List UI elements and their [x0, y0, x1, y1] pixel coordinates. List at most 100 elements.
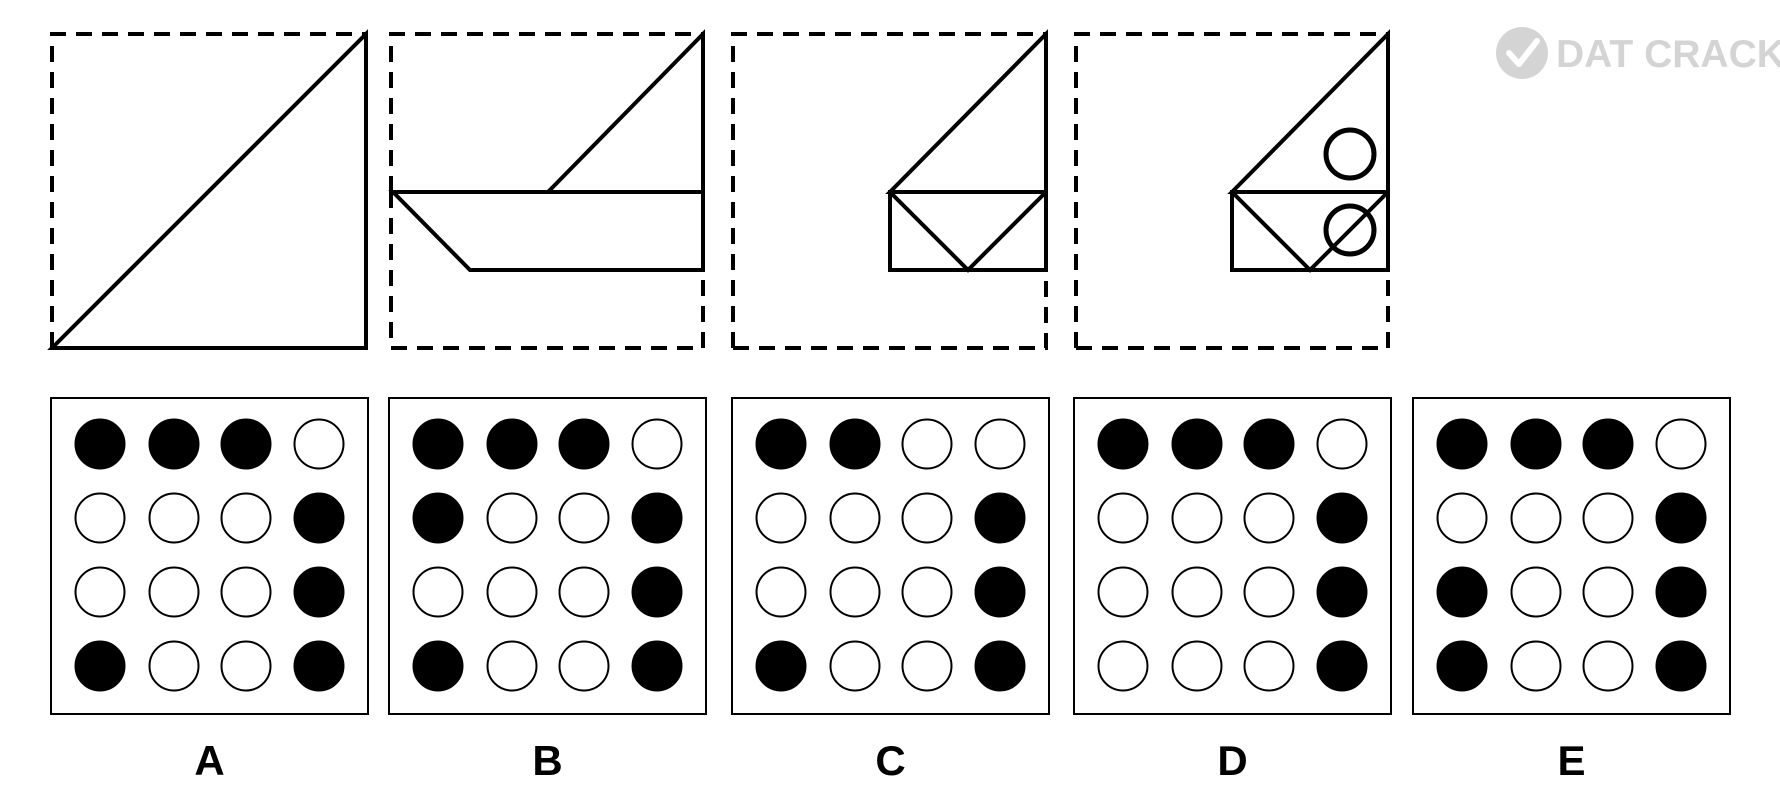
option-a[interactable]: A: [50, 397, 369, 784]
option-label[interactable]: E: [1557, 737, 1585, 784]
hole-filled: [631, 492, 683, 544]
hole-empty: [901, 640, 953, 692]
hole-empty: [558, 640, 610, 692]
hole-empty: [974, 418, 1026, 470]
option-d[interactable]: D: [1073, 397, 1392, 784]
watermark-text: DAT CRACKER: [1556, 33, 1780, 76]
hole-empty: [1097, 492, 1149, 544]
hole-empty: [901, 566, 953, 618]
hole-filled: [1243, 418, 1295, 470]
punched-hole-top: [1323, 127, 1377, 181]
fold-step-3-inner-fold: [888, 190, 1048, 273]
hole-empty: [755, 566, 807, 618]
hole-filled: [412, 492, 464, 544]
hole-empty: [829, 566, 881, 618]
hole-filled: [74, 418, 126, 470]
hole-filled: [486, 418, 538, 470]
hole-filled: [412, 418, 464, 470]
hole-empty: [1510, 492, 1562, 544]
hole-filled: [631, 566, 683, 618]
punched-hole-bottom: [1323, 203, 1377, 257]
hole-empty: [74, 566, 126, 618]
hole-empty: [1171, 640, 1223, 692]
hole-empty: [1510, 640, 1562, 692]
fold-step-3-dashed-outline: [731, 32, 1048, 350]
check-badge-icon: [1496, 27, 1548, 79]
fold-step-1-dashed-outline: [50, 32, 366, 348]
hole-empty: [1243, 492, 1295, 544]
hole-filled: [1436, 418, 1488, 470]
hole-filled: [1316, 492, 1368, 544]
hole-filled: [974, 640, 1026, 692]
hole-filled: [974, 566, 1026, 618]
hole-filled: [829, 418, 881, 470]
option-label[interactable]: D: [1217, 737, 1247, 784]
hole-empty: [148, 566, 200, 618]
fold-step-1: [47, 29, 368, 350]
hole-empty: [148, 492, 200, 544]
hole-filled: [1436, 640, 1488, 692]
fold-step-1-triangle: [47, 29, 368, 350]
fold-step-3: [731, 29, 1048, 350]
hole-empty: [755, 492, 807, 544]
hole-empty: [1171, 492, 1223, 544]
hole-empty: [558, 566, 610, 618]
hole-empty: [486, 492, 538, 544]
hole-filled: [1171, 418, 1223, 470]
hole-empty: [220, 640, 272, 692]
hole-filled: [1582, 418, 1634, 470]
hole-empty: [1582, 492, 1634, 544]
hole-filled: [1097, 418, 1149, 470]
hole-empty: [1510, 566, 1562, 618]
watermark-logo: DAT CRACKER: [1496, 27, 1780, 79]
hole-empty: [1582, 566, 1634, 618]
hole-filled: [1436, 566, 1488, 618]
hole-filled: [1655, 492, 1707, 544]
fold-step-4-rectangle: [1230, 190, 1390, 272]
option-b[interactable]: B: [388, 397, 707, 784]
hole-empty: [901, 492, 953, 544]
hole-empty: [148, 640, 200, 692]
hole-empty: [829, 640, 881, 692]
hole-filled: [755, 418, 807, 470]
hole-empty: [220, 566, 272, 618]
fold-step-4: [1074, 29, 1390, 350]
hole-empty: [1316, 418, 1368, 470]
fold-step-2-folded-edge: [546, 29, 705, 270]
hole-empty: [631, 418, 683, 470]
hole-filled: [1316, 566, 1368, 618]
hole-filled: [974, 492, 1026, 544]
hole-empty: [558, 492, 610, 544]
hole-filled: [1510, 418, 1562, 470]
hole-empty: [829, 492, 881, 544]
fold-step-3-triangle: [885, 29, 1048, 194]
hole-empty: [901, 418, 953, 470]
hole-empty: [486, 566, 538, 618]
fold-step-2: [388, 29, 705, 350]
hole-empty: [1655, 418, 1707, 470]
option-label[interactable]: A: [194, 737, 224, 784]
hole-empty: [486, 640, 538, 692]
hole-empty: [220, 492, 272, 544]
hole-filled: [293, 640, 345, 692]
hole-filled: [631, 640, 683, 692]
fold-step-4-inner-fold: [1230, 190, 1390, 273]
option-label[interactable]: C: [875, 737, 905, 784]
fold-step-3-rectangle: [888, 190, 1048, 272]
hole-filled: [755, 640, 807, 692]
check-mark-icon: [1506, 38, 1540, 67]
hole-empty: [1436, 492, 1488, 544]
option-e[interactable]: E: [1412, 397, 1731, 784]
option-label[interactable]: B: [532, 737, 562, 784]
fold-step-2-folded-strip: [388, 190, 705, 272]
option-c[interactable]: C: [731, 397, 1050, 784]
hole-empty: [1097, 566, 1149, 618]
hole-filled: [293, 492, 345, 544]
hole-filled: [74, 640, 126, 692]
fold-step-2-dashed-outline: [389, 32, 705, 350]
hole-empty: [1243, 640, 1295, 692]
hole-empty: [74, 492, 126, 544]
hole-filled: [293, 566, 345, 618]
hole-empty: [1582, 640, 1634, 692]
hole-filled: [412, 640, 464, 692]
